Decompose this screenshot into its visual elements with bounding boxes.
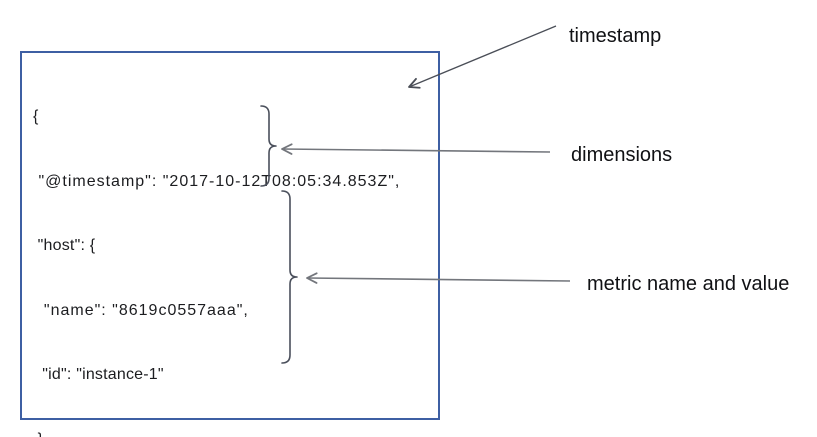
json-line-open-brace: { xyxy=(33,108,39,125)
json-line-host-close: }, xyxy=(33,429,400,437)
json-document-box: { "@timestamp": "2017-10-12T08:05:34.853… xyxy=(20,51,440,437)
timestamp-label: timestamp xyxy=(569,25,662,47)
dimensions-label: dimensions xyxy=(571,144,673,166)
json-line-timestamp: "@timestamp": "2017-10-12T08:05:34.853Z"… xyxy=(33,172,401,190)
json-line-host: "host": { xyxy=(33,237,96,254)
json-line-host-id: "id": "instance-1" xyxy=(33,366,164,383)
json-document: { "@timestamp": "2017-10-12T08:05:34.853… xyxy=(33,63,400,437)
json-line-host-name: "name": "8619c0557aaa", xyxy=(33,301,249,319)
metric-name-and-value-label: metric name and value xyxy=(587,273,790,295)
